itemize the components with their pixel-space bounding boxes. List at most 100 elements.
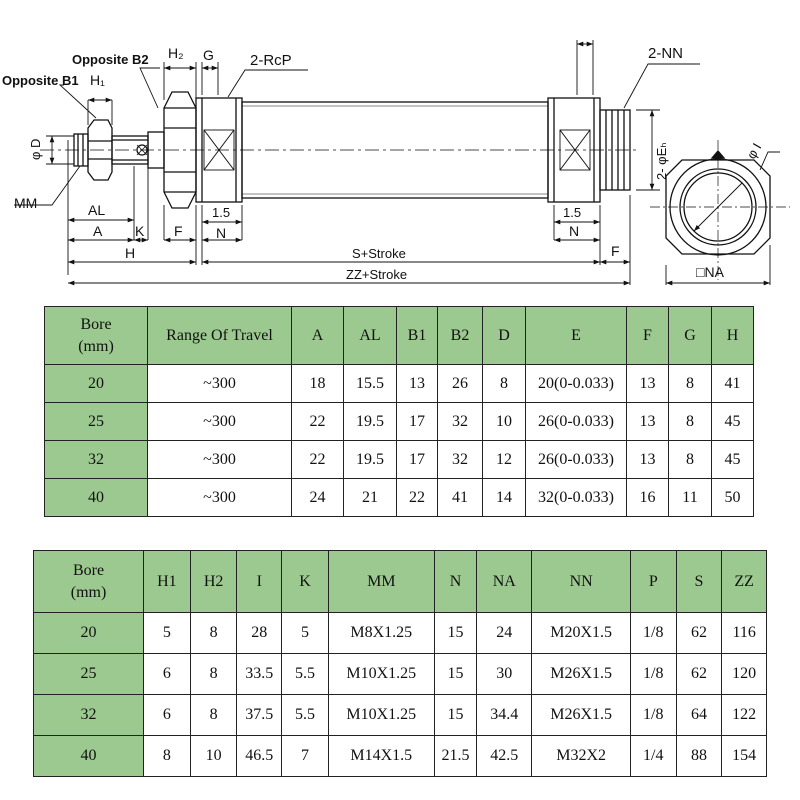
table-cell: 1/8 (629, 694, 677, 736)
dimension-lines (14, 40, 780, 286)
label-1-5-left: 1.5 (212, 205, 230, 220)
label-1-5-right: 1.5 (563, 205, 581, 220)
label-n-left: N (216, 225, 226, 241)
table-cell: 24 (291, 478, 344, 517)
table-cell: 8 (189, 694, 238, 736)
table-cell: ~300 (147, 402, 292, 441)
column-header: B2 (437, 306, 483, 365)
label-g: G (203, 47, 214, 63)
table-cell: 1/4 (629, 735, 677, 777)
column-header: S (675, 550, 723, 613)
bore-cell: 40 (32, 735, 145, 777)
table-cell: 6 (143, 653, 191, 695)
table-cell: 26(0-0.033) (525, 440, 627, 479)
label-k: K (135, 223, 145, 239)
column-header: K (281, 550, 329, 613)
table-cell: 21 (343, 478, 397, 517)
table-cell: 88 (675, 735, 723, 777)
column-header: B1 (396, 306, 438, 365)
column-header-text: N (449, 572, 462, 590)
table-cell: 1/8 (629, 653, 677, 695)
table-cell: 8 (482, 364, 526, 403)
label-f-right: F (611, 243, 620, 259)
table-cell: M10X1.25 (327, 694, 435, 736)
table-cell: 18 (291, 364, 344, 403)
table-cell: 6 (143, 694, 191, 736)
table-cell: M32X2 (531, 735, 631, 777)
label-f-left: F (174, 223, 183, 239)
column-header-text: H1 (157, 572, 177, 590)
column-header: G (668, 306, 712, 365)
table-cell: 26(0-0.033) (525, 402, 627, 441)
column-header-text: A (311, 326, 324, 344)
column-header-text: Bore (80, 315, 112, 333)
table-cell: 5 (143, 612, 191, 654)
label-mm: MM (14, 195, 37, 211)
table-cell: M26X1.5 (531, 694, 631, 736)
label-e: 2- φEₕ (654, 142, 669, 180)
table-cell: 42.5 (476, 735, 533, 777)
column-header: E (525, 306, 627, 365)
table-cell: 5.5 (281, 653, 329, 695)
table-cell: M20X1.5 (531, 612, 631, 654)
table-cell: 46.5 (236, 735, 283, 777)
column-header: H1 (143, 550, 191, 613)
column-header-text: NA (492, 572, 516, 590)
column-header: H (711, 306, 754, 365)
table-cell: 116 (721, 612, 767, 654)
table-cell: 30 (476, 653, 533, 695)
table-cell: 122 (721, 694, 767, 736)
label-i: φ I (744, 140, 765, 161)
label-zz-stroke: ZZ+Stroke (346, 267, 407, 282)
column-header-text: B1 (407, 326, 427, 344)
column-header-text: G (684, 326, 696, 344)
cylinder-end-view (650, 140, 790, 280)
table-cell: 5.5 (281, 694, 329, 736)
column-header-text: S (694, 572, 704, 590)
table-cell: 17 (396, 440, 438, 479)
table-cell: 64 (675, 694, 723, 736)
table-cell: 8 (668, 402, 712, 441)
table-cell: 20(0-0.033) (525, 364, 627, 403)
label-na: □NA (696, 264, 725, 280)
column-header-text: P (648, 572, 658, 590)
table-cell: 12 (482, 440, 526, 479)
table-cell: 7 (281, 735, 329, 777)
table-cell: 41 (437, 478, 483, 517)
column-header-text: Range Of Travel (166, 326, 273, 344)
label-h: H (125, 245, 135, 261)
column-header-text: ZZ (734, 572, 754, 590)
table-cell: 8 (668, 440, 712, 479)
table-cell: 22 (291, 440, 344, 479)
cylinder-dimension-drawing: Opposite B2 H₂ G 2-RcP Opposite B1 H₁ 2-… (2, 40, 790, 286)
table-cell: 24 (476, 612, 533, 654)
label-al: AL (88, 202, 105, 218)
column-header: MM (327, 550, 435, 613)
column-header: D (482, 306, 526, 365)
label-h2: H₂ (168, 45, 184, 61)
table-cell: 17 (396, 402, 438, 441)
table-cell: M8X1.25 (327, 612, 435, 654)
table-cell: 14 (482, 478, 526, 517)
table-cell: 13 (626, 440, 669, 479)
table-cell: ~300 (147, 478, 292, 517)
column-header: F (626, 306, 669, 365)
column-header-text: D (498, 326, 510, 344)
table-cell: 22 (291, 402, 344, 441)
column-header: A (291, 306, 344, 365)
table-cell: 50 (711, 478, 754, 517)
table-cell: 41 (711, 364, 754, 403)
table-cell: 28 (236, 612, 283, 654)
table-cell: 34.4 (476, 694, 533, 736)
column-header-text: I (256, 572, 262, 590)
table-cell: 32 (437, 402, 483, 441)
table-cell: 10 (189, 735, 238, 777)
label-opposite-b2: Opposite B2 (72, 52, 149, 67)
column-header: Range Of Travel (147, 306, 292, 365)
table-cell: M10X1.25 (327, 653, 435, 695)
column-header: N (433, 550, 478, 613)
bore-cell: 25 (44, 402, 148, 441)
